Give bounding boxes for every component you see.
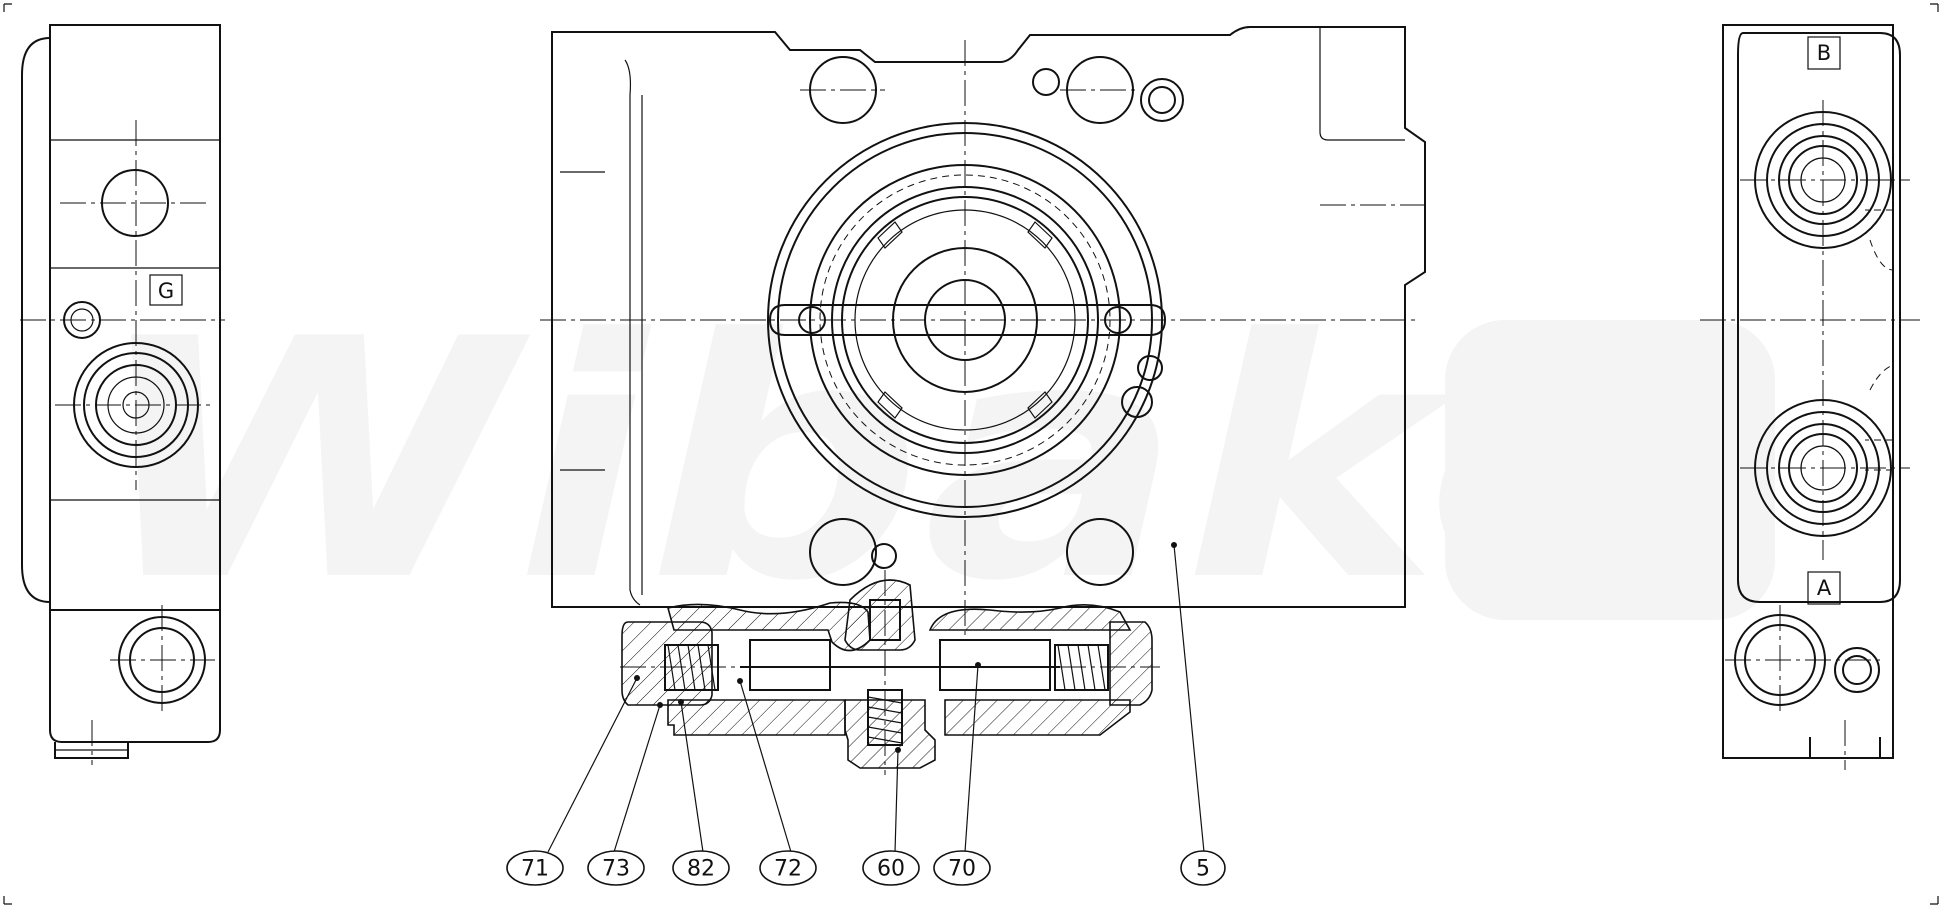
valve-section	[620, 570, 1160, 775]
port-b-label-box	[1807, 36, 1841, 70]
balloon-70-label: 70	[948, 857, 976, 882]
leader-lines	[547, 544, 1205, 853]
port-b-label: B	[1817, 41, 1831, 65]
center-front-view	[540, 26, 1430, 640]
balloon-60-label: 60	[877, 857, 905, 882]
leader-dots	[634, 542, 1177, 753]
balloon-60: 60	[862, 850, 920, 886]
port-a-label: A	[1817, 576, 1832, 600]
balloon-73-label: 73	[602, 857, 630, 882]
balloon-82-label: 82	[687, 857, 715, 882]
balloon-71-label: 71	[521, 857, 549, 882]
balloon-82: 82	[672, 850, 730, 886]
sheet-corner-marks	[3, 3, 1939, 905]
balloon-73: 73	[587, 850, 645, 886]
balloon-5: 5	[1180, 850, 1226, 886]
port-a-label-box	[1807, 571, 1841, 605]
right-side-view: B A	[1700, 24, 1920, 770]
balloon-70: 70	[933, 850, 991, 886]
port-g-label-box	[149, 274, 183, 306]
balloon-5-label: 5	[1196, 857, 1210, 882]
port-g-label: G	[158, 279, 174, 303]
balloon-72-label: 72	[774, 857, 802, 882]
balloon-71: 71	[506, 850, 564, 886]
left-side-view: G	[20, 24, 225, 765]
balloon-72: 72	[759, 850, 817, 886]
watermark-logo-box	[1445, 320, 1775, 620]
